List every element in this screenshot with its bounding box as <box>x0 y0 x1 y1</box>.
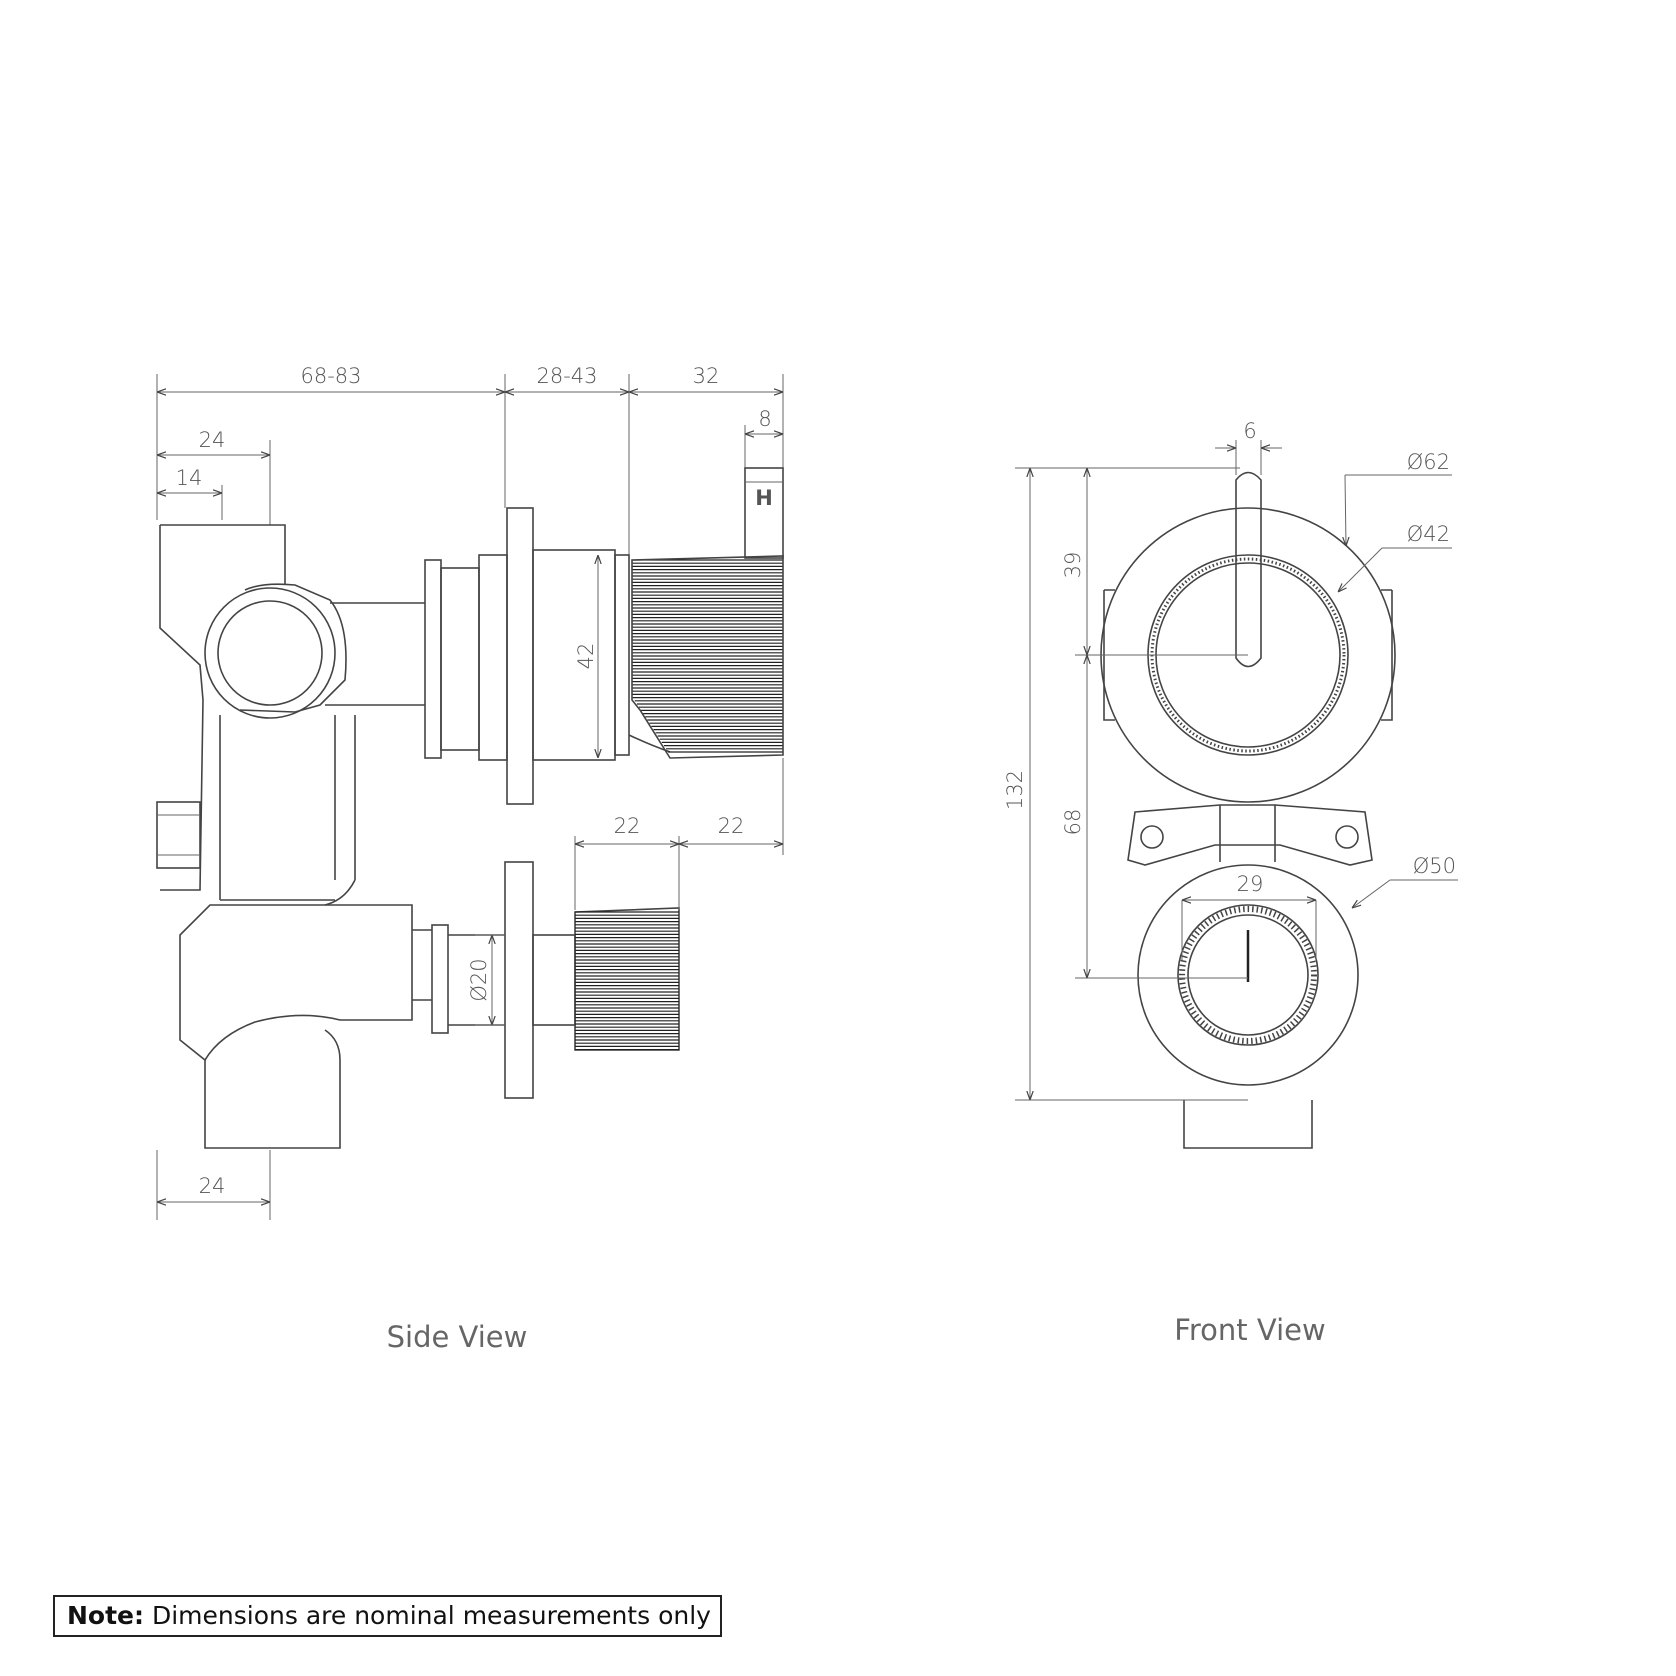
front-dimensions <box>1015 440 1458 1101</box>
dim-diameter-20: Ø20 <box>467 958 491 1001</box>
note-box: Note: Dimensions are nominal measurement… <box>53 1595 722 1637</box>
dim-29: 29 <box>1237 872 1264 896</box>
dim-6: 6 <box>1243 419 1256 443</box>
dim-8: 8 <box>758 407 771 431</box>
dim-diameter-50: Ø50 <box>1413 854 1456 878</box>
side-view-caption: Side View <box>387 1320 528 1354</box>
note-label: Note: <box>67 1601 145 1630</box>
dim-42: 42 <box>574 643 598 670</box>
mounting-bracket <box>1127 804 1373 866</box>
front-view: 6 Ø62 Ø42 39 132 68 Ø50 29 Front View <box>1003 419 1458 1347</box>
note-text: Dimensions are nominal measurements only <box>144 1601 711 1630</box>
knurled-handle-top <box>632 559 783 753</box>
dim-32: 32 <box>693 364 720 388</box>
front-view-caption: Front View <box>1174 1313 1325 1347</box>
top-spindle-assembly: H <box>424 467 784 805</box>
dim-diameter-62: Ø62 <box>1407 450 1450 474</box>
side-view: H 68-83 28-43 <box>156 364 784 1354</box>
valve-body <box>156 524 505 1149</box>
bottom-knob <box>1177 904 1319 1046</box>
dim-24-bottom: 24 <box>199 1174 226 1198</box>
dim-14: 14 <box>176 466 203 490</box>
bottom-spindle-assembly <box>475 758 784 1099</box>
knurled-handle-bottom <box>575 911 679 1051</box>
side-top-dimensions <box>156 374 784 555</box>
lever-marker-label: H <box>755 486 773 510</box>
dim-68: 68 <box>1061 809 1085 836</box>
dim-22-right: 22 <box>718 814 745 838</box>
lever-handle <box>1235 471 1262 668</box>
bottom-cover-plate <box>1137 864 1359 1086</box>
dim-39: 39 <box>1061 552 1085 579</box>
dim-132: 132 <box>1003 770 1027 810</box>
dim-diameter-42: Ø42 <box>1407 522 1450 546</box>
dim-28-43: 28-43 <box>536 364 597 388</box>
dim-22-left: 22 <box>614 814 641 838</box>
dim-68-83: 68-83 <box>300 364 361 388</box>
dim-24-top: 24 <box>199 428 226 452</box>
